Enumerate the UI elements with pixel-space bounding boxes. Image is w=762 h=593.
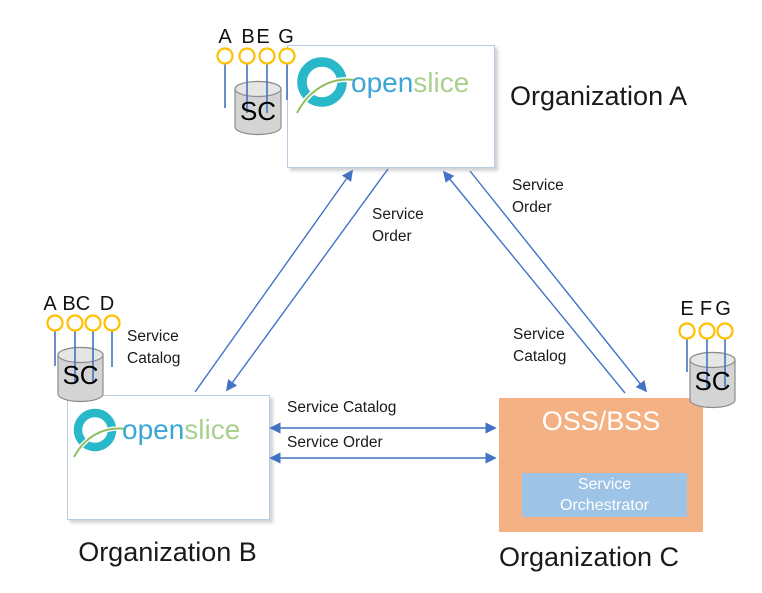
edge-label-line: Catalog <box>127 350 181 367</box>
org-a-interface-g: G <box>278 26 294 48</box>
org-b-service-catalog-note: Service Catalog <box>127 326 180 370</box>
arrow-b-to-a-service-order <box>194 169 353 393</box>
edge-label-line: Service <box>127 328 179 345</box>
edge-label-ac-service-order: Service Order <box>512 175 564 219</box>
edge-label-bc-service-order: Service Order <box>287 434 383 451</box>
service-orchestrator-label-line2: Orchestrator <box>560 497 649 514</box>
org-b-interface-a: A <box>43 293 57 315</box>
org-c-oss-bss-box: OSS/BSS Service Orchestrator <box>499 398 703 532</box>
openslice-open-text: open <box>351 67 414 98</box>
oss-bss-label: OSS/BSS <box>541 406 661 436</box>
org-a-title: Organization A <box>510 81 688 111</box>
org-c-title: Organization C <box>498 542 680 572</box>
org-b-openslice-wordmark: openslice <box>122 414 240 446</box>
org-b-interface-b: B <box>62 293 76 315</box>
org-a-openslice-wordmark: openslice <box>351 67 469 99</box>
edge-label-line: Service <box>512 177 564 194</box>
service-orchestrator-box: Service Orchestrator <box>522 473 687 517</box>
arrow-a-to-b-service-order <box>226 168 389 392</box>
org-b-title: Organization B <box>78 537 257 567</box>
org-c-interface-g: G <box>715 298 731 320</box>
edge-label-ab-service-order: Service Order <box>372 204 424 248</box>
org-b-interface-d: D <box>99 293 115 315</box>
openslice-slice-text: slice <box>184 414 241 445</box>
edge-label-line: Order <box>512 199 552 216</box>
org-c-interface-e: E <box>680 298 694 320</box>
edge-label-ac-service-catalog: Service Catalog <box>513 324 566 368</box>
org-a-sc-label: SC <box>239 96 277 126</box>
org-b-sc-label: SC <box>62 360 99 390</box>
edge-label-bc-service-catalog: Service Catalog <box>287 399 397 416</box>
org-b-interface-c: C <box>75 293 91 315</box>
edge-label-line: Order <box>372 228 412 245</box>
openslice-slice-text: slice <box>413 67 470 98</box>
edge-label-line: Catalog <box>513 348 567 365</box>
org-a-interface-e: E <box>256 26 270 48</box>
org-a-interface-b: B <box>241 26 255 48</box>
org-a-interface-a: A <box>218 26 232 48</box>
edge-label-line: Service <box>372 206 424 223</box>
service-orchestrator-label-line1: Service <box>577 476 632 493</box>
edge-label-line: Service <box>513 326 565 343</box>
org-c-sc-label: SC <box>694 366 731 396</box>
openslice-open-text: open <box>122 414 185 445</box>
org-c-interface-f: F <box>699 298 713 320</box>
org-a-box <box>287 45 495 168</box>
